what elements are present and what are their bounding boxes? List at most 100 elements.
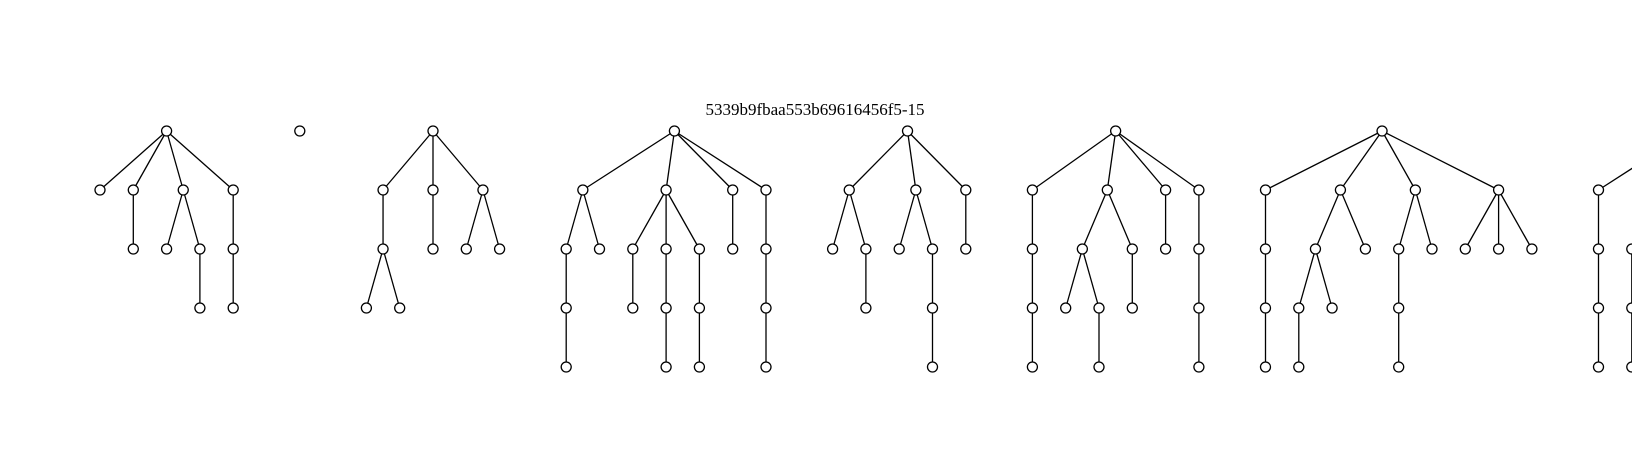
tree-root-node xyxy=(668,125,681,137)
tree-edge xyxy=(1115,130,1167,191)
tree-node xyxy=(1093,302,1105,314)
tree-node xyxy=(194,302,206,314)
tree-edge xyxy=(907,130,967,191)
tree-edge xyxy=(898,189,917,250)
tree-root-node xyxy=(160,125,173,137)
tree-node xyxy=(1592,302,1605,314)
tree-node xyxy=(1526,243,1538,255)
tree-edge xyxy=(1414,189,1433,250)
tree-edge xyxy=(1106,130,1117,191)
tree-node xyxy=(194,243,206,255)
tree-node xyxy=(960,184,972,196)
tree-node xyxy=(660,361,672,373)
tree-node xyxy=(1592,243,1605,255)
tree-node xyxy=(1026,243,1039,255)
tree-edge xyxy=(1265,130,1383,191)
tree-node xyxy=(127,243,139,255)
tree-node xyxy=(1293,302,1305,314)
tree-edge xyxy=(132,130,168,191)
tree-node xyxy=(727,184,739,196)
tree-node xyxy=(1326,302,1338,314)
tree-edge xyxy=(1106,189,1133,250)
tree-node xyxy=(493,243,506,255)
tree-node xyxy=(1259,361,1272,373)
tree-node xyxy=(227,243,239,255)
tree-node xyxy=(1334,184,1347,196)
tree-node xyxy=(1159,184,1172,196)
tree-edge xyxy=(1381,130,1499,191)
tree-node xyxy=(627,243,639,255)
tree-node xyxy=(1393,243,1405,255)
tree-node xyxy=(593,243,606,255)
tree-root-node xyxy=(1376,125,1388,137)
tree-node xyxy=(1026,184,1039,196)
tree-node xyxy=(660,184,672,196)
tree-edge xyxy=(165,189,184,250)
tree-node xyxy=(1393,361,1405,373)
tree-node xyxy=(577,184,589,196)
tree-node xyxy=(127,184,139,196)
tree-node xyxy=(693,361,706,373)
tree-node xyxy=(160,243,173,255)
tree-edge xyxy=(382,130,434,191)
tree-node xyxy=(427,184,439,196)
tree-node xyxy=(377,184,389,196)
tree-node xyxy=(1626,243,1632,255)
tree-node xyxy=(1492,184,1505,196)
tree-node xyxy=(1193,361,1205,373)
tree-node xyxy=(1126,243,1138,255)
tree-node xyxy=(177,184,189,196)
tree-root-node xyxy=(294,125,306,137)
tree-edge xyxy=(365,248,384,309)
tree-node xyxy=(1492,243,1505,255)
tree-node xyxy=(560,361,572,373)
tree-node xyxy=(1393,302,1405,314)
tree-node xyxy=(627,302,639,314)
tree-edge xyxy=(482,189,501,250)
tree-node xyxy=(227,302,239,314)
tree-node xyxy=(760,361,772,373)
tree-edge xyxy=(1081,189,1108,250)
tree-edge xyxy=(665,189,700,250)
tree-node xyxy=(693,302,706,314)
tree-root-node xyxy=(901,125,914,137)
tree-node xyxy=(660,302,672,314)
tree-edge xyxy=(565,189,584,250)
tree-node xyxy=(926,302,939,314)
tree-node xyxy=(1259,243,1272,255)
tree-edge xyxy=(915,189,934,250)
tree-edge xyxy=(673,130,734,191)
tree-edge xyxy=(99,130,168,191)
tree-edge xyxy=(1381,130,1416,191)
tree-node xyxy=(1259,302,1272,314)
tree-node xyxy=(1126,302,1138,314)
tree-edge xyxy=(165,130,184,191)
tree-edge xyxy=(582,130,675,191)
tree-edge xyxy=(582,189,601,250)
tree-node xyxy=(1101,184,1113,196)
tree-node xyxy=(860,243,872,255)
tree-node xyxy=(1193,302,1205,314)
tree-node xyxy=(460,243,472,255)
tree-edge xyxy=(848,130,908,191)
tree-node xyxy=(1359,243,1372,255)
tree-node xyxy=(427,243,439,255)
tree-edge xyxy=(674,130,767,191)
tree-node xyxy=(826,243,839,255)
tree-node xyxy=(660,243,672,255)
tree-edge xyxy=(831,189,850,250)
tree-node xyxy=(1626,302,1632,314)
tree-node xyxy=(693,243,706,255)
tree-edge xyxy=(906,130,917,191)
nodes-layer xyxy=(94,125,1632,373)
tree-edge xyxy=(1339,130,1383,191)
tree-node xyxy=(1426,243,1438,255)
tree-node xyxy=(760,243,772,255)
tree-node xyxy=(760,184,772,196)
tree-edge xyxy=(1065,248,1083,309)
tree-edge xyxy=(1115,130,1200,191)
tree-node xyxy=(377,243,389,255)
tree-edge xyxy=(632,189,667,250)
tree-node xyxy=(860,302,872,314)
tree-node xyxy=(1159,243,1172,255)
